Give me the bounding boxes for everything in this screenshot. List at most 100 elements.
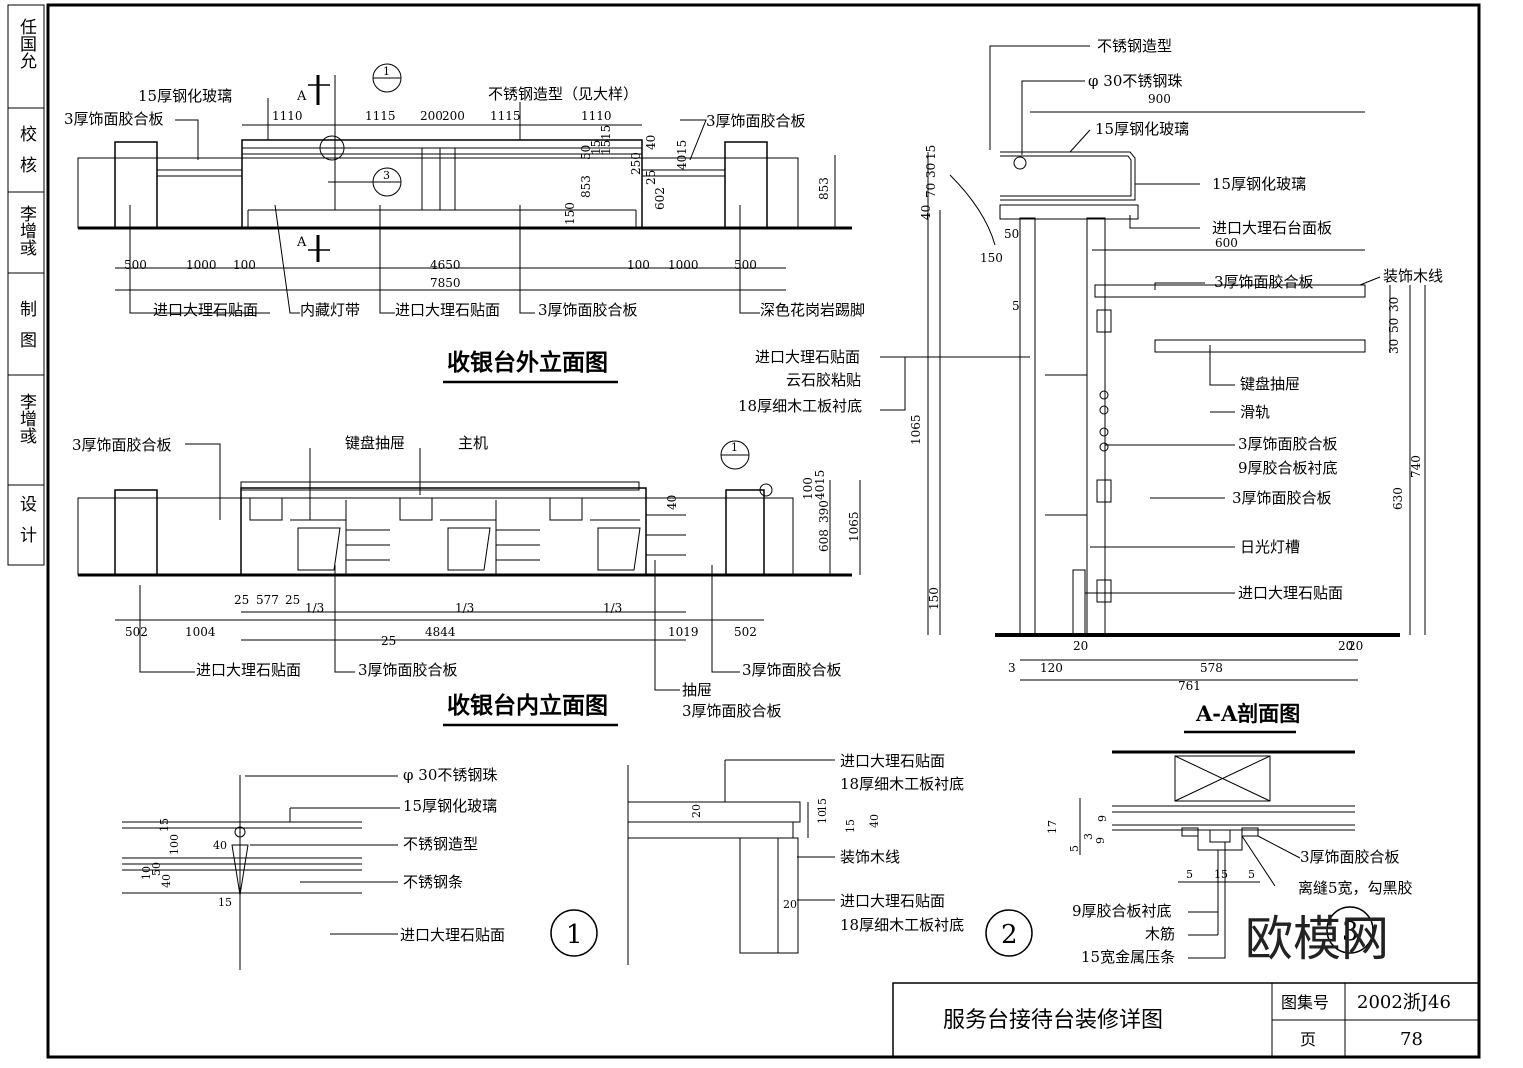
aa-label-plywood-backing: 9厚胶合板衬底 [1238,459,1338,477]
d3-label-plywood: 3厚饰面胶合板 [1300,848,1400,866]
aa-dim-small-1: 50 [1004,227,1019,241]
oe-label-skirting: 深色花岗岩踢脚 [760,301,865,319]
inner-elevation-labels: 3厚饰面胶合板 键盘抽屉 主机 进口大理石贴面 3厚饰面胶合板 3厚饰面胶合板 … [72,434,842,720]
d1-dim-2: 100 [168,834,181,855]
outer-elevation [77,63,852,314]
ie-dim-bottom-4: 1019 [668,625,699,639]
ie-label-keyboard-drawer: 键盘抽屉 [345,434,405,452]
section-aa [880,45,1426,681]
sidebar-cell-4: 制图 [16,300,37,362]
d3-label-gap: 离缝5宽，勾黑胶 [1298,879,1413,897]
aa-label-plywood-1: 3厚饰面胶合板 [1214,273,1314,291]
oe-dim-bottom-1: 500 [124,258,147,272]
ie-dim-top-2: 577 [256,593,279,607]
inner-elevation-dims: 25 577 25 1/3 1/3 1/3 502 1004 4844 1019… [125,441,861,648]
d2-label-blockboard-2: 18厚细木工板衬底 [840,916,964,934]
aa-label-steel-ball: φ 30不锈钢珠 [1088,72,1182,90]
aa-dim-bottom-1: 3 [1008,661,1016,675]
aa-label-steel-shape: 不锈钢造型 [1097,37,1172,55]
ie-dim-right-6: 1065 [847,511,861,542]
aa-label-glass-2: 15厚钢化玻璃 [1212,175,1306,193]
section-aa-dims: 900 600 3 120 578 20 20 761 15 30 70 40 … [909,92,1423,693]
oe-dim-right: 853 [817,177,831,200]
ie-label-plywood-mid: 3厚饰面胶合板 [358,661,458,679]
oe-label-light-strip: 内藏灯带 [300,301,360,319]
aa-dim-bottom-3: 578 [1200,661,1223,675]
sidebar-cell-2: 校核 [16,125,37,187]
ie-dim-top-5: 1/3 [455,601,474,615]
oe-dim-top-5: 1115 [490,109,521,123]
ie-label-plywood-left: 3厚饰面胶合板 [72,436,172,454]
aa-dim-left-5: 1065 [909,414,923,445]
aa-dim-left-2: 30 [924,163,938,178]
ie-dim-right-5: 608 [817,529,831,552]
aa-label-marble-bottom: 进口大理石贴面 [1238,584,1343,602]
atlas-value: 2002浙J46 [1357,992,1451,1013]
ie-label-drawer: 抽屉 [682,681,712,699]
oe-dim-inner-3: 602 [653,187,667,210]
d3-dim-1: 9 [1096,815,1109,822]
section-aa-labels: 不锈钢造型 φ 30不锈钢珠 15厚钢化玻璃 15厚钢化玻璃 进口大理石台面板 … [738,37,1443,602]
d1-label-steel-shape: 不锈钢造型 [403,835,478,853]
oe-dim-inner-11: 15 [675,140,689,155]
d3-label-metal-strip: 15宽金属压条 [1081,948,1175,966]
oe-label-plywood-bottom: 3厚饰面胶合板 [538,301,638,319]
d2-label-marble-1: 进口大理石贴面 [840,752,945,770]
d1-dim-5: 50 [150,862,163,876]
oe-dim-inner-4: 250 [629,152,643,175]
aa-label-plywood-3: 3厚饰面胶合板 [1232,489,1332,507]
d2-label-wood-trim: 装饰木线 [840,848,900,866]
ie-dim-bottom-3: 4844 [425,625,456,639]
detail-3-labels: 3厚饰面胶合板 离缝5宽，勾黑胶 9厚胶合板衬底 木筋 15宽金属压条 [1072,848,1413,966]
aa-dim-right-5: 740 [1409,455,1423,478]
detail-number-markers: 1 2 3 [550,906,1374,957]
d1-dim-4: 10 [140,866,153,880]
oe-dim-top-6: 1110 [581,109,612,123]
ie-dim-top-3: 25 [285,593,300,607]
oe-dim-bottom-7: 500 [734,258,757,272]
oe-dim-total: 7850 [430,276,461,290]
oe-dim-bottom-6: 1000 [668,258,699,272]
ie-dim-right-1: 100 [801,477,815,500]
oe-dim-bottom-2: 1000 [186,258,217,272]
ie-dim-bottom-1: 502 [125,625,148,639]
d2-dim-6: 20 [783,898,797,911]
d2-dim-1: 20 [690,804,703,818]
d1-label-glass: 15厚钢化玻璃 [403,797,497,815]
detail-1 [122,775,400,970]
ie-label-plywood-drawer: 3厚饰面胶合板 [682,702,782,720]
oe-dim-top-4: 200 [442,109,465,123]
aa-dim-left-4: 40 [919,205,933,220]
d2-dim-2: 10 [816,810,829,824]
oe-marker-a-top: A [296,89,307,104]
aa-dim-left-3: 70 [924,183,938,198]
outer-elevation-dims: 1110 1115 200 200 1115 1110 500 1000 100… [124,65,831,290]
d2-label-blockboard-1: 18厚细木工板衬底 [840,775,964,793]
drawing-title: 服务台接待台装修详图 [943,1008,1163,1033]
oe-dim-inner-8: 15 [599,125,613,140]
oe-dim-top-3: 200 [420,109,443,123]
ie-dim-small: 40 [665,495,679,510]
aa-dim-left-1: 15 [924,145,938,160]
detail-2-dims: 20 10 15 15 40 20 [690,798,881,911]
aa-label-marble-glue: 云石胶粘贴 [786,371,861,389]
ie-dim-right-3: 40 [813,485,827,500]
aa-dim-right-2: 50 [1387,318,1401,333]
aa-label-light-trough: 日光灯槽 [1240,538,1300,556]
d1-label-steel-strip: 不锈钢条 [403,873,463,891]
aa-dim-right-4: 630 [1391,487,1405,510]
aa-dim-left-6: 150 [927,587,941,610]
aa-label-marble: 进口大理石贴面 [755,348,860,366]
oe-label-plywood-left: 3厚饰面胶合板 [64,110,164,128]
ie-dim-top-4: 1/3 [305,601,324,615]
d2-dim-4: 15 [844,819,857,833]
d1-dim-7: 15 [218,896,232,909]
aa-dim-small-4: 20 [1348,639,1363,653]
aa-label-marble-top: 进口大理石台面板 [1212,219,1332,237]
detail-2-labels: 进口大理石贴面 18厚细木工板衬底 装饰木线 进口大理石贴面 18厚细木工板衬底 [840,752,964,934]
detail-2 [627,759,835,965]
aa-dim-bottom-5: 20 [1338,639,1353,653]
d3-label-wood-rib: 木筋 [1145,925,1175,943]
sidebar-cell-3: 李增彧 [16,205,37,257]
